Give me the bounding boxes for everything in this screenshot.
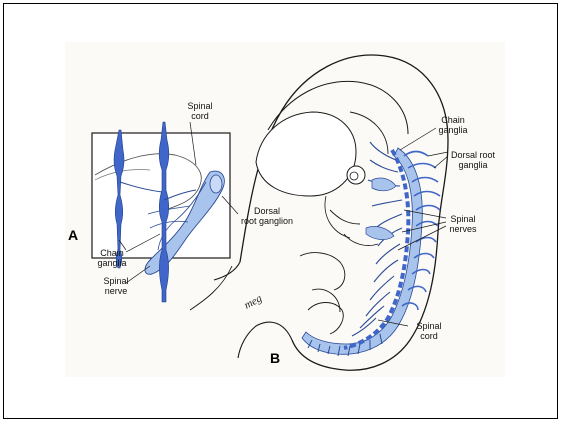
label-chain-ganglia-b: Chain ganglia: [430, 115, 476, 135]
ganglion-body: [210, 175, 222, 193]
panel-b-letter: B: [270, 350, 280, 366]
label-chain-ganglia-a: Chain ganglia: [92, 248, 132, 268]
label-spinal-cord-a: Spinal cord: [180, 101, 220, 121]
panel-a-letter: A: [68, 227, 78, 243]
eye: [347, 166, 365, 184]
label-spinal-nerve-a: Spinal nerve: [96, 276, 136, 296]
label-dorsal-root-ganglia-b: Dorsal root ganglia: [444, 150, 502, 170]
label-spinal-nerves-b: Spinal nerves: [440, 214, 486, 234]
panel-a-drawing: [92, 122, 238, 302]
label-spinal-cord-b: Spinal cord: [406, 321, 452, 341]
chain-ganglia-right: [159, 122, 169, 302]
label-dorsal-root-ganglion-a: Dorsal root ganglion: [232, 206, 302, 226]
